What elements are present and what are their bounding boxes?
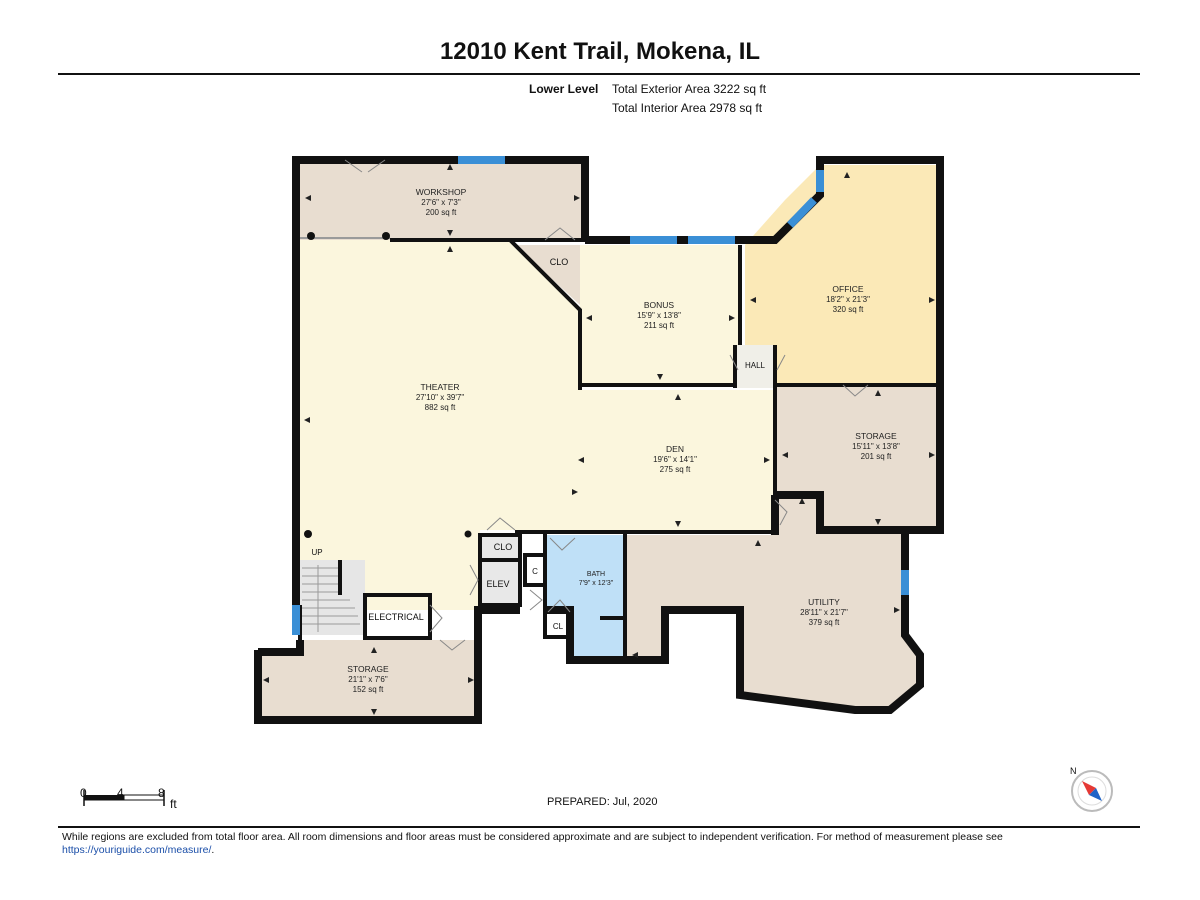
door <box>549 537 576 551</box>
room-area-storage-bottom: 152 sq ft <box>353 685 384 694</box>
room-name-utility: UTILITY <box>808 597 840 607</box>
small-rooms-fill <box>480 535 520 605</box>
label-elev: ELEV <box>486 579 509 589</box>
room-dims-theater: 27'10" x 39'7" <box>416 393 464 402</box>
theater-fill <box>300 240 775 610</box>
label-c: C <box>532 567 538 576</box>
label-hall: HALL <box>745 361 766 370</box>
exterior-area: Total Exterior Area 3222 sq ft <box>612 82 767 96</box>
scale-tick-4: 4 <box>117 786 124 800</box>
page-title: 12010 Kent Trail, Mokena, IL <box>439 38 761 65</box>
room-name-workshop: WORKSHOP <box>416 187 467 197</box>
room-name-theater: THEATER <box>420 382 459 392</box>
door <box>429 604 443 633</box>
room-dims-storage-bottom: 21'1" x 7'6" <box>348 675 388 684</box>
door <box>529 589 543 611</box>
scale-unit: ft <box>170 797 177 811</box>
room-name-office: OFFICE <box>832 284 863 294</box>
door <box>774 499 788 526</box>
window <box>787 197 817 228</box>
label-electrical: ELECTRICAL <box>368 612 424 622</box>
door <box>547 599 571 613</box>
room-fills <box>258 160 940 720</box>
room-area-workshop: 200 sq ft <box>426 208 457 217</box>
compass-icon: N <box>1070 766 1113 812</box>
room-name-den: DEN <box>666 444 684 454</box>
room-area-office: 320 sq ft <box>833 305 864 314</box>
disclaimer-end: . <box>211 844 215 856</box>
label-clo-top: CLO <box>550 257 569 267</box>
bath-fill <box>545 535 625 660</box>
stairs <box>302 565 360 632</box>
door <box>469 564 479 596</box>
scale-bar: 0 4 8 ft <box>80 786 177 811</box>
posts <box>304 232 472 538</box>
footer-rule <box>58 826 1140 828</box>
compass-north: N <box>1070 766 1077 776</box>
label-up: UP <box>311 548 322 557</box>
door <box>544 227 576 241</box>
door <box>842 384 869 397</box>
room-area-utility: 379 sq ft <box>809 618 840 627</box>
door <box>486 517 516 531</box>
scale-tick-0: 0 <box>80 786 87 800</box>
room-area-den: 275 sq ft <box>660 465 691 474</box>
door <box>729 354 786 371</box>
workshop-fill <box>300 160 585 240</box>
room-dims-bath: 7'9" x 12'3" <box>579 580 614 587</box>
room-name-storage-bottom: STORAGE <box>347 664 389 674</box>
room-area-bonus: 211 sq ft <box>644 321 675 330</box>
windows <box>292 156 909 635</box>
dimension-arrows <box>263 164 935 715</box>
room-dims-utility: 28'11" x 21'7" <box>800 608 848 617</box>
disclaimer: While regions are excluded from total fl… <box>62 831 1142 857</box>
room-name-storage-right: STORAGE <box>855 431 897 441</box>
hall-fill <box>735 345 775 388</box>
room-dims-storage-right: 15'11" x 13'8" <box>852 442 900 451</box>
measure-link[interactable]: https://youriguide.com/measure/ <box>62 844 212 856</box>
room-name-bonus: BONUS <box>644 300 675 310</box>
label-clo-bottom: CLO <box>494 542 513 552</box>
room-dims-office: 18'2" x 21'3" <box>826 295 870 304</box>
door <box>344 159 386 173</box>
level-label: Lower Level <box>529 82 599 96</box>
room-labels: WORKSHOP 27'6" x 7'3" 200 sq ft THEATER … <box>311 187 900 694</box>
room-dims-den: 19'6" x 14'1" <box>653 455 697 464</box>
utility-fill <box>625 495 920 710</box>
door <box>439 639 466 651</box>
disclaimer-text: While regions are excluded from total fl… <box>62 831 1003 843</box>
storage-bottom-fill <box>258 640 478 720</box>
doors <box>344 159 869 651</box>
label-cl: CL <box>553 622 564 631</box>
room-name-bath: BATH <box>587 571 605 578</box>
interior-area: Total Interior Area 2978 sq ft <box>612 101 763 115</box>
room-dims-workshop: 27'6" x 7'3" <box>421 198 461 207</box>
bonus-fill <box>580 245 740 385</box>
scale-tick-8: 8 <box>158 786 165 800</box>
room-dims-bonus: 15'9" x 13'8" <box>637 311 681 320</box>
prepared-date: PREPARED: Jul, 2020 <box>547 796 658 808</box>
title-rule <box>58 73 1140 75</box>
room-area-storage-right: 201 sq ft <box>861 452 892 461</box>
room-area-theater: 882 sq ft <box>425 403 456 412</box>
